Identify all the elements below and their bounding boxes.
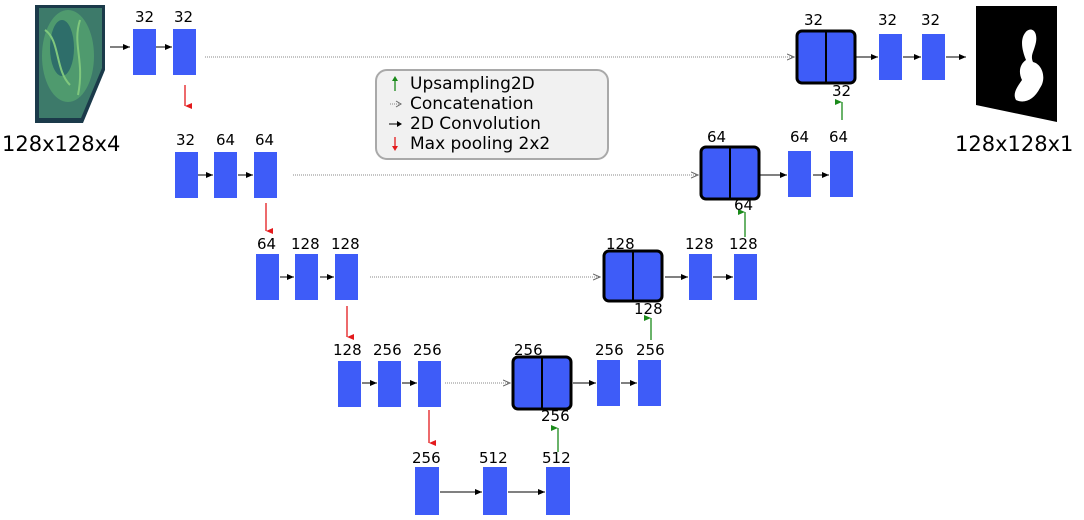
enc-l4-block-1 (338, 361, 361, 407)
enc-l2-block-1 (175, 152, 198, 198)
bottleneck-block-2 (483, 467, 507, 515)
decoder-l2-conv-label-2: 64 (829, 128, 849, 146)
decoder-l1-conv-label-1: 32 (878, 11, 898, 29)
legend-item-convolution: 2D Convolution (386, 114, 541, 134)
encoder-l2-label-1: 32 (176, 131, 196, 149)
encoder-l3-label-1: 64 (257, 235, 277, 253)
blocks-layer (133, 29, 945, 515)
bottleneck-block-3 (546, 467, 570, 515)
encoder-l1-label-2: 32 (174, 8, 194, 26)
output-mask-image (976, 6, 1057, 122)
decoder-l2-up-label: 64 (734, 196, 754, 214)
legend-label-convolution: 2D Convolution (410, 113, 541, 134)
dec-l3-conv-block-2 (734, 254, 757, 300)
decoder-l1-conv-label-2: 32 (921, 11, 941, 29)
legend-item-upsampling: Upsampling2D (386, 74, 535, 94)
decoder-l1-concat-label: 32 (804, 11, 824, 29)
enc-l3-block-3 (335, 254, 358, 300)
dec-l1-conv-block-1 (879, 34, 902, 80)
bottleneck-label-2: 512 (479, 449, 508, 467)
legend-item-maxpool: Max pooling 2x2 (386, 134, 550, 154)
output-size-label: 128x128x1 (955, 132, 1074, 156)
decoder-l3-concat-label: 128 (606, 235, 635, 253)
enc-l3-block-1 (256, 254, 279, 300)
up-arrow-icon (392, 76, 398, 91)
legend-label-maxpool: Max pooling 2x2 (410, 133, 551, 154)
enc-l4-block-2 (378, 361, 401, 407)
decoder-l4-up-label: 256 (541, 407, 570, 425)
decoder-l4-conv-label-2: 256 (636, 341, 665, 359)
enc-l3-block-2 (295, 254, 318, 300)
decoder-l3-conv-label-2: 128 (729, 235, 758, 253)
enc-l1-block-2 (173, 29, 196, 75)
dec-l4-conv-block-1 (597, 360, 620, 406)
encoder-l4-label-3: 256 (413, 341, 442, 359)
legend-box: Upsampling2D Concatenation 2D Convolutio… (375, 69, 609, 160)
decoder-l3-up-label: 128 (634, 300, 663, 318)
decoder-l4-concat-label: 256 (514, 341, 543, 359)
enc-l4-block-3 (418, 361, 441, 407)
legend-label-upsampling: Upsampling2D (410, 73, 535, 94)
dec-l3-concat-block (602, 249, 664, 303)
dec-l4-conv-block-2 (638, 360, 661, 406)
enc-l1-block-1 (133, 29, 156, 75)
decoder-l2-conv-label-1: 64 (790, 128, 810, 146)
dec-l2-concat-block (699, 145, 761, 201)
conv-arrows (110, 44, 966, 495)
decoder-l3-conv-label-1: 128 (685, 235, 714, 253)
bottleneck-block-1 (415, 467, 439, 515)
pool-arrow-icon (392, 137, 398, 151)
encoder-l3-label-3: 128 (331, 235, 360, 253)
concat-arrow-icon (390, 100, 402, 108)
encoder-l4-label-1: 128 (333, 341, 362, 359)
decoder-l1-up-label: 32 (832, 82, 852, 100)
dec-l1-concat-block (795, 29, 857, 85)
legend-label-concatenation: Concatenation (410, 93, 534, 114)
legend-item-concatenation: Concatenation (386, 94, 534, 114)
enc-l2-block-3 (254, 152, 277, 198)
dec-l1-conv-block-2 (922, 34, 945, 80)
dec-l4-concat-block (511, 355, 573, 411)
input-size-label: 128x128x4 (2, 132, 121, 156)
decoder-l4-conv-label-1: 256 (595, 341, 624, 359)
conv-arrow-icon (389, 121, 402, 127)
upsample-arrows (551, 99, 843, 452)
enc-l2-block-2 (214, 152, 237, 198)
maxpool-arrows (184, 85, 436, 446)
encoder-l3-label-2: 128 (291, 235, 320, 253)
concat-arrows (205, 57, 794, 383)
decoder-l2-concat-label: 64 (707, 128, 727, 146)
bottleneck-label-3: 512 (542, 449, 571, 467)
encoder-l2-label-3: 64 (255, 131, 275, 149)
bottleneck-label-1: 256 (412, 449, 441, 467)
dec-l2-conv-block-1 (788, 151, 811, 197)
dec-l2-conv-block-2 (830, 151, 853, 197)
input-image (35, 5, 105, 123)
encoder-l1-label-1: 32 (135, 8, 155, 26)
dec-l3-conv-block-1 (689, 254, 712, 300)
encoder-l2-label-2: 64 (216, 131, 236, 149)
encoder-l4-label-2: 256 (373, 341, 402, 359)
